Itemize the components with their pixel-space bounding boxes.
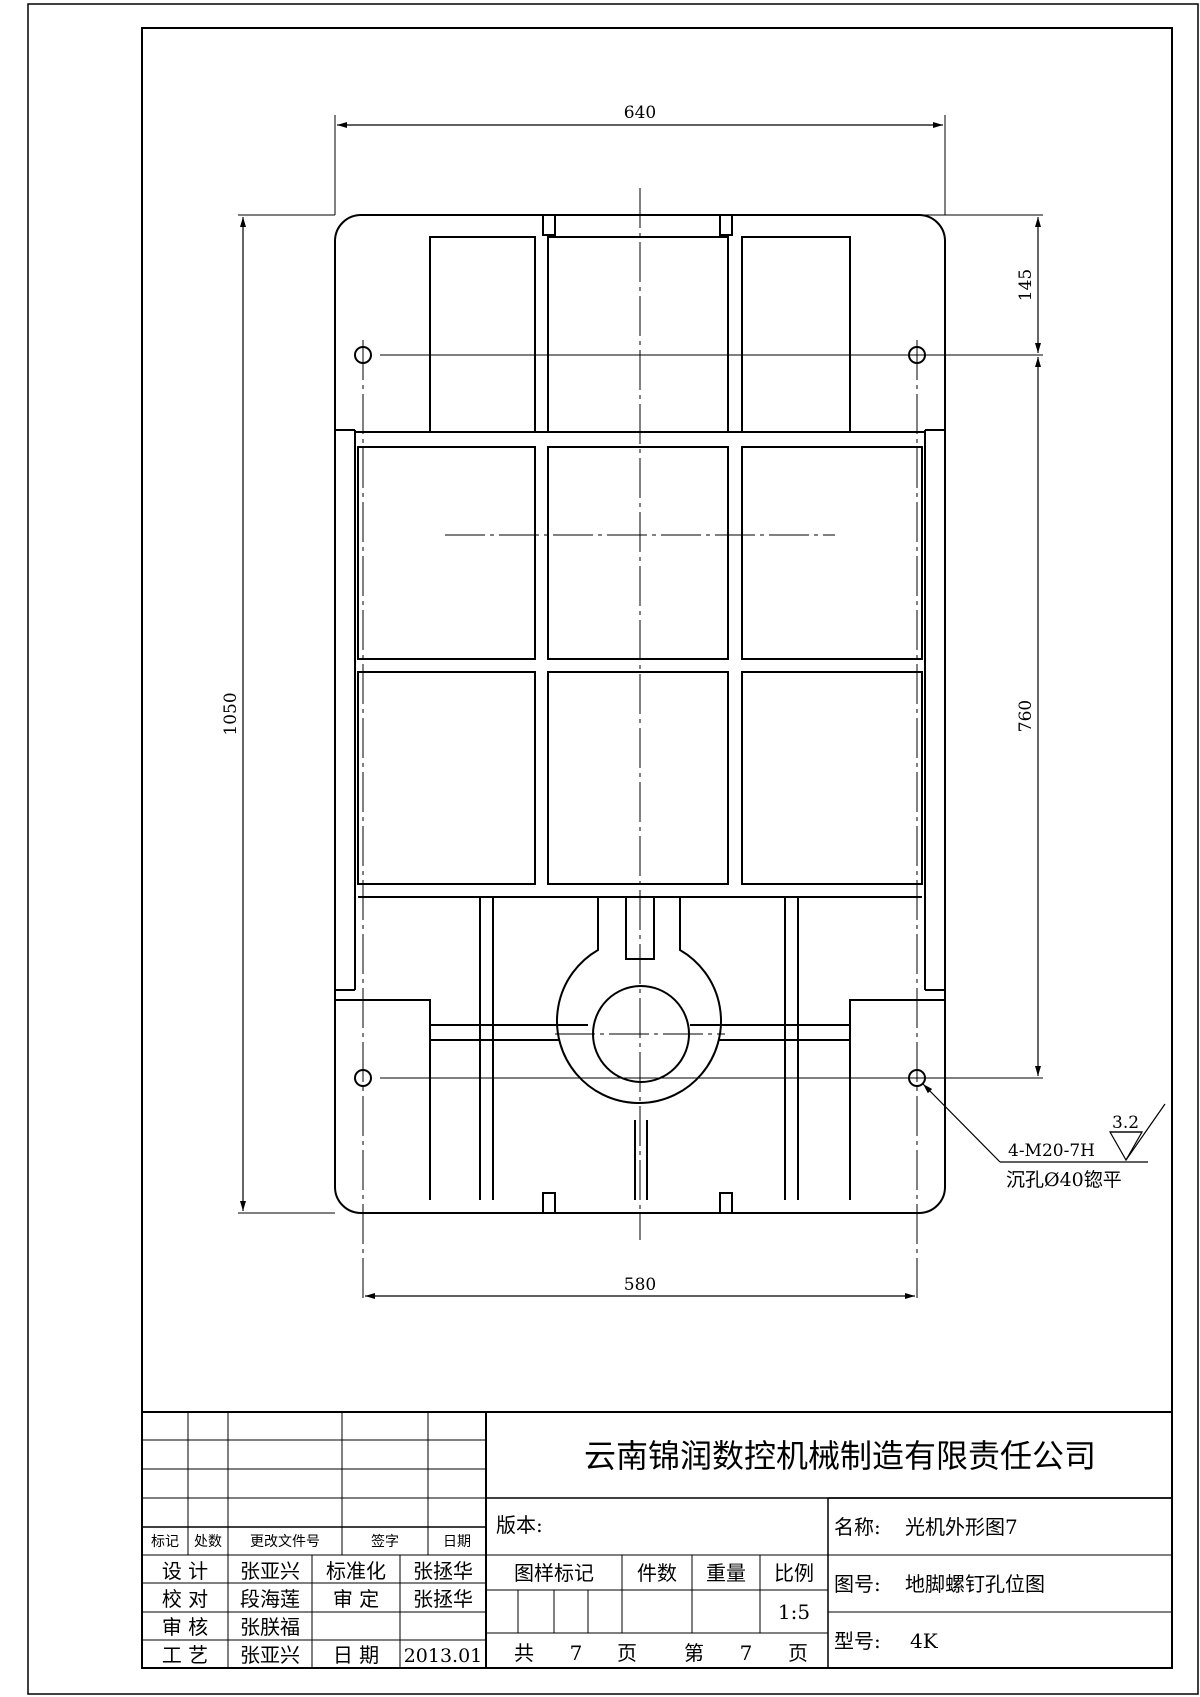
title-block-text: 云南锦润数控机械制造有限责任公司 标记 处数 更改文件号 签字 日期 版本: 设… — [151, 1437, 1096, 1667]
model-label: 型号: — [834, 1629, 881, 1653]
review-name: 张朕福 — [240, 1615, 300, 1639]
rev-header-count: 处数 — [194, 1534, 222, 1550]
name-value: 光机外形图7 — [905, 1515, 1018, 1539]
process-name: 张亚兴 — [240, 1643, 300, 1667]
extension-lines — [238, 115, 1043, 1214]
hole-spec: 4-M20-7H — [1008, 1141, 1095, 1161]
dim-overall-width: 640 — [624, 103, 656, 123]
check-label: 校 对 — [162, 1587, 208, 1611]
scale-value: 1:5 — [778, 1600, 810, 1624]
dim-overall-height: 1050 — [221, 692, 241, 735]
hole-counterbore: 沉孔Ø40锪平 — [1006, 1169, 1122, 1191]
rev-header-sign: 签字 — [371, 1533, 399, 1550]
standard-label: 标准化 — [326, 1559, 386, 1583]
design-name: 张亚兴 — [240, 1559, 300, 1583]
dimension-labels: 640 1050 580 145 760 — [221, 103, 1036, 1295]
total-unit: 页 — [617, 1641, 637, 1665]
sheet-value: 7 — [740, 1641, 753, 1665]
date-value: 2013.01 — [404, 1645, 483, 1667]
process-label: 工 艺 — [162, 1643, 208, 1667]
model-value: 4K — [910, 1629, 939, 1653]
standard-name: 张拯华 — [413, 1559, 473, 1583]
rev-header-date: 日期 — [443, 1534, 471, 1550]
approve-label: 审 定 — [333, 1587, 379, 1611]
title-block — [141, 1411, 1173, 1669]
sheet-label: 第 — [684, 1641, 704, 1665]
name-label: 名称: — [834, 1515, 881, 1539]
design-label: 设 计 — [162, 1559, 208, 1583]
sheet-unit: 页 — [788, 1641, 808, 1665]
roughness-symbol — [1108, 1103, 1166, 1162]
date-label: 日 期 — [333, 1643, 379, 1667]
center-lines — [362, 188, 918, 1300]
dim-hole-spacing-y: 760 — [1016, 700, 1036, 732]
dimension-lines — [240, 122, 1041, 1299]
hole-callout: 4-M20-7H 沉孔Ø40锪平 3.2 — [922, 1083, 1166, 1191]
rev-header-doc: 更改文件号 — [250, 1534, 320, 1550]
company-name: 云南锦润数控机械制造有限责任公司 — [584, 1437, 1096, 1475]
scale-label: 比例 — [774, 1561, 814, 1585]
total-label: 共 — [514, 1641, 534, 1665]
version-label: 版本: — [496, 1513, 543, 1537]
weight-label: 重量 — [706, 1561, 746, 1585]
drawing-no-value: 地脚螺钉孔位图 — [905, 1572, 1045, 1596]
dim-hole-spacing-x: 580 — [624, 1275, 656, 1295]
outer-frame — [27, 3, 1199, 1695]
check-name: 段海莲 — [240, 1587, 300, 1611]
drawing-no-label: 图号: — [834, 1572, 881, 1596]
quantity-label: 件数 — [637, 1561, 677, 1585]
stage-mark-label: 图样标记 — [514, 1561, 594, 1585]
rev-header-mark: 标记 — [151, 1534, 179, 1550]
total-value: 7 — [570, 1641, 583, 1665]
roughness-value: 3.2 — [1112, 1113, 1139, 1133]
review-label: 审 核 — [162, 1615, 208, 1639]
approve-name: 张拯华 — [413, 1587, 473, 1611]
dim-top-to-hole: 145 — [1016, 269, 1036, 301]
